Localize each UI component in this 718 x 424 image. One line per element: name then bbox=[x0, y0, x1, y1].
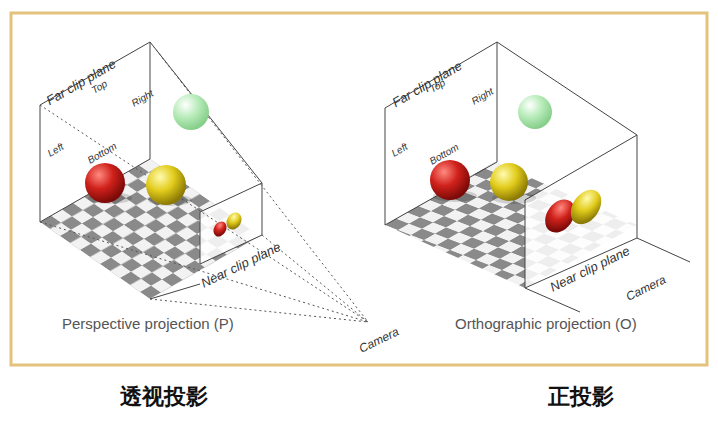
chinese-title: 正投影 bbox=[548, 386, 614, 408]
side-label: Left bbox=[390, 142, 409, 159]
side-label: Right bbox=[470, 86, 495, 106]
chinese-title: 透视投影 bbox=[120, 386, 208, 408]
camera-label: Camera bbox=[357, 325, 401, 354]
camera-label: Camera bbox=[624, 273, 668, 302]
caption-label: Perspective projection (P) bbox=[62, 316, 234, 331]
caption-label: Orthographic projection (O) bbox=[455, 316, 637, 331]
plane-label: Far clip plane bbox=[390, 59, 464, 109]
